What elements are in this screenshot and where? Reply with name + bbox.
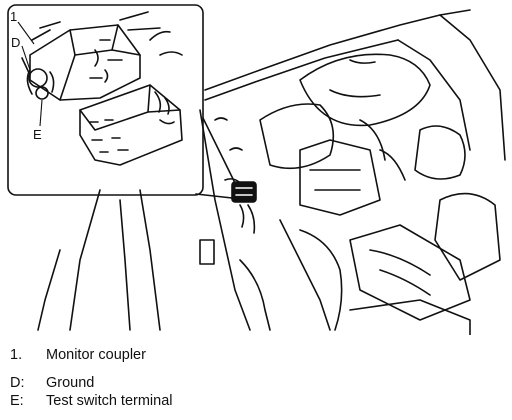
legend-text: Ground	[46, 375, 95, 391]
inset-second-coupler	[79, 84, 183, 166]
legend-item-test-switch-terminal: E: Test switch terminal	[10, 392, 500, 410]
legend-text: Test switch terminal	[46, 393, 173, 409]
engine-bay-line-drawing	[7, 4, 506, 336]
engine-components	[199, 53, 501, 336]
callout-1-leader	[17, 21, 35, 45]
legend-key: 1.	[10, 347, 23, 363]
legend-key: E:	[10, 393, 24, 409]
engine-bay-illustration: 1 D E	[7, 4, 506, 336]
callout-e: E	[33, 127, 42, 142]
callout-e-leader	[39, 99, 43, 127]
callout-1: 1	[10, 9, 18, 24]
vehicle-body-outline	[37, 9, 506, 331]
callout-leaders	[17, 21, 43, 127]
monitor-coupler-location	[231, 181, 257, 234]
legend-item-monitor-coupler: 1. Monitor coupler	[10, 346, 500, 364]
inset-detail-frame	[7, 4, 204, 196]
legend-item-ground: D: Ground	[10, 374, 500, 392]
callout-d: D	[11, 35, 21, 50]
figure-legend: 1. Monitor coupler D: Ground E: Test swi…	[10, 346, 500, 410]
inset-leader-line	[202, 117, 237, 186]
callout-d-leader	[21, 45, 31, 71]
legend-text: Monitor coupler	[46, 347, 146, 363]
legend-key: D:	[10, 375, 25, 391]
inset-terminal-cluster	[21, 57, 55, 100]
